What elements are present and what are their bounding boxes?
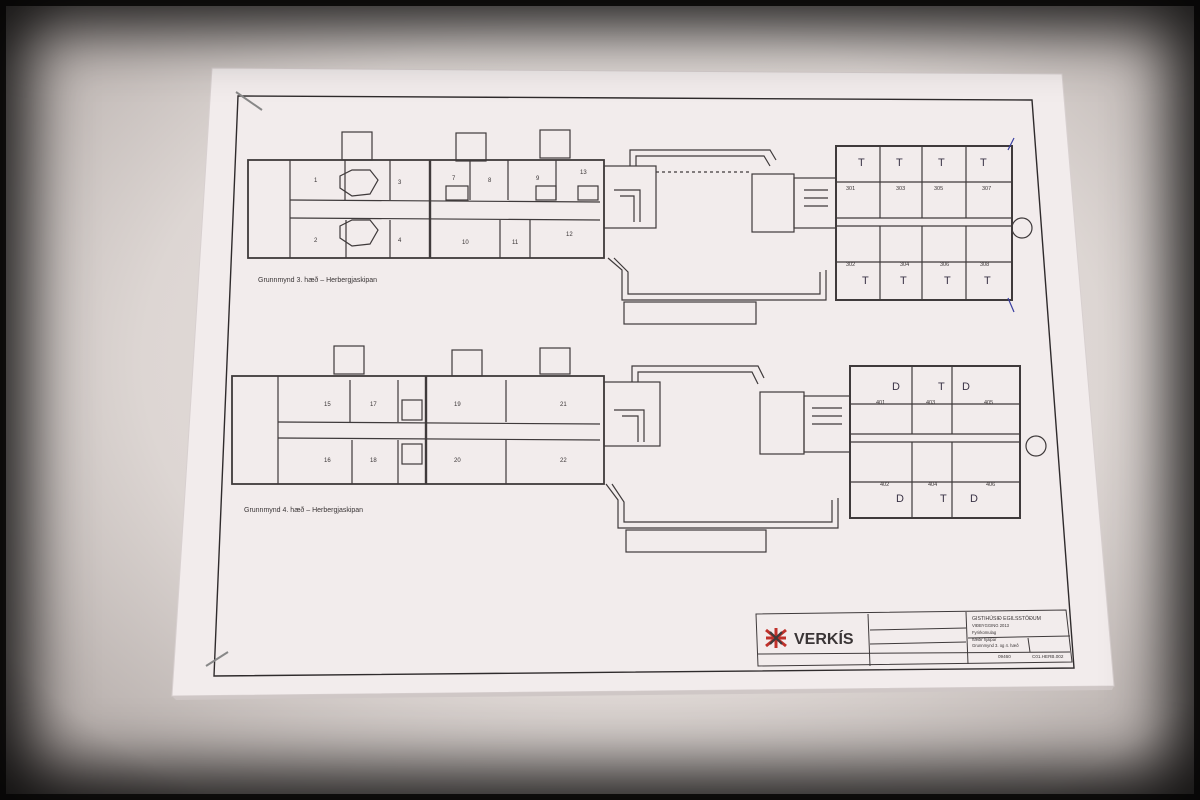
drawing-desc-2: hæðir hjálpar bbox=[972, 637, 997, 642]
drawing-desc-3: Grunnmynd 3. og 4. hæð bbox=[972, 643, 1019, 648]
project-name: GISTIHÚSIÐ EGILSSTÖÐUM bbox=[972, 615, 1041, 622]
plan-3-title: Grunnmynd 3. hæð – Herbergjaskipan bbox=[258, 276, 377, 284]
room-number: 404 bbox=[928, 482, 937, 488]
plan-4-floor bbox=[231, 345, 1047, 553]
room-number: 304 bbox=[900, 262, 909, 268]
room-number: 303 bbox=[896, 186, 905, 192]
room-number: 18 bbox=[370, 458, 377, 464]
handwritten-mark: D bbox=[896, 493, 904, 505]
room-number: 401 bbox=[876, 400, 885, 406]
handwritten-mark: T bbox=[900, 275, 907, 287]
handwritten-mark: D bbox=[962, 381, 970, 393]
title-block bbox=[755, 609, 1073, 667]
drawing-border bbox=[213, 95, 1075, 677]
plan-4-title: Grunnmynd 4. hæð – Herbergjaskipan bbox=[244, 506, 363, 514]
room-number: 16 bbox=[324, 458, 331, 464]
room-number: 308 bbox=[980, 262, 989, 268]
staple-bottom bbox=[205, 651, 229, 667]
room-number: 403 bbox=[926, 400, 935, 406]
room-number: 9 bbox=[536, 176, 540, 182]
room-number: 22 bbox=[560, 458, 567, 464]
room-number: 2 bbox=[314, 238, 318, 244]
room-number: 3 bbox=[398, 180, 402, 186]
handwritten-mark: T bbox=[938, 381, 945, 393]
drawing-number: C01.HERB.002 bbox=[1032, 654, 1064, 659]
room-number: 17 bbox=[370, 402, 377, 408]
project-sub: VIÐBYGGING 2013 bbox=[972, 623, 1010, 628]
room-number: 302 bbox=[846, 262, 855, 268]
paper-shadow-edge bbox=[172, 686, 1114, 700]
handwritten-mark: T bbox=[980, 157, 987, 169]
room-number: 12 bbox=[566, 232, 573, 238]
room-number: 405 bbox=[984, 400, 993, 406]
room-number: 21 bbox=[560, 402, 567, 408]
room-number: 406 bbox=[986, 482, 995, 488]
room-number: 4 bbox=[398, 238, 402, 244]
handwritten-mark: T bbox=[862, 275, 869, 287]
room-number: 10 bbox=[462, 240, 469, 246]
room-number: 1 bbox=[314, 178, 318, 184]
company-name: VERKÍS bbox=[794, 629, 854, 648]
room-number: 19 bbox=[454, 402, 461, 408]
staple-top bbox=[235, 91, 263, 111]
handwritten-mark: D bbox=[892, 381, 900, 393]
handwritten-mark: T bbox=[940, 493, 947, 505]
room-number: 402 bbox=[880, 482, 889, 488]
east-wing-3 bbox=[835, 145, 1013, 301]
room-number: 15 bbox=[324, 402, 331, 408]
room-number: 20 bbox=[454, 458, 461, 464]
handwritten-mark: T bbox=[858, 157, 865, 169]
room-number: 306 bbox=[940, 262, 949, 268]
job-number: 09460 bbox=[998, 654, 1011, 659]
verkis-logo bbox=[765, 628, 787, 648]
handwritten-mark: T bbox=[938, 157, 945, 169]
room-number: 7 bbox=[452, 176, 456, 182]
room-number: 13 bbox=[580, 170, 587, 176]
handwritten-mark: D bbox=[970, 493, 978, 505]
room-number: 301 bbox=[846, 186, 855, 192]
handwritten-mark: T bbox=[984, 275, 991, 287]
room-number: 8 bbox=[488, 178, 492, 184]
handwritten-mark: T bbox=[944, 275, 951, 287]
drawing-desc-1: Fyrirkomulag bbox=[972, 630, 997, 635]
room-number: 11 bbox=[512, 240, 519, 246]
plan-3-floor bbox=[247, 129, 1033, 325]
handwritten-mark: T bbox=[896, 157, 903, 169]
room-number: 305 bbox=[934, 186, 943, 192]
room-number: 307 bbox=[982, 186, 991, 192]
